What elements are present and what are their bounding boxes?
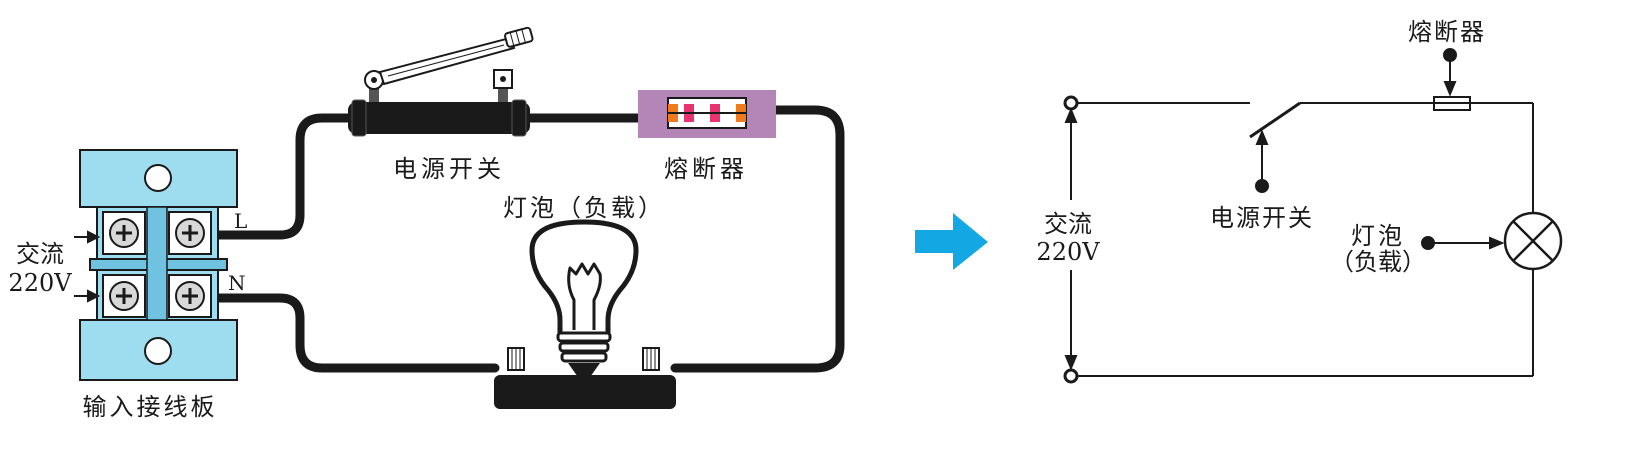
fuse-to-bulb-wire xyxy=(670,105,845,373)
pictorial-ac-label-line1: 交流 xyxy=(16,240,64,268)
neutral-wire xyxy=(207,293,500,373)
pictorial-circuit: 交流 220V L N 输入接线板 xyxy=(8,26,845,421)
schematic-fuse-label: 熔断器 xyxy=(1408,18,1486,46)
schematic-switch xyxy=(1249,101,1301,139)
bulb-holder xyxy=(494,347,676,409)
terminal-block-bottom-right xyxy=(168,274,212,318)
neutral-terminal-label: N xyxy=(228,271,246,295)
pictorial-wires xyxy=(207,105,845,373)
bulb-label: 灯泡（负载） xyxy=(503,194,665,222)
schematic-bulb-label-line2: （负载） xyxy=(1330,248,1426,276)
terminal-block-top-right xyxy=(168,211,212,255)
fuse xyxy=(638,90,776,138)
lamp-symbol-icon xyxy=(1503,211,1563,271)
ac-input-arrows xyxy=(74,230,101,303)
terminal-board-label: 输入接线板 xyxy=(83,393,218,421)
arrow-right-icon xyxy=(915,213,988,270)
schematic-switch-label: 电源开关 xyxy=(1210,204,1314,232)
fuse-label: 熔断器 xyxy=(664,155,748,183)
schematic-terminal-top xyxy=(1063,95,1079,111)
schematic-bulb-label-line1: 灯泡 xyxy=(1351,222,1405,250)
terminal-block-bottom-left xyxy=(102,274,146,318)
pictorial-ac-label-line2: 220V xyxy=(8,269,72,297)
schematic-circuit xyxy=(1063,48,1563,384)
schematic-ac-label-line1: 交流 xyxy=(1044,210,1092,238)
live-wire xyxy=(207,113,357,240)
live-terminal-label: L xyxy=(234,209,247,233)
schematic-terminal-bottom xyxy=(1063,368,1079,384)
terminal-block-top-left xyxy=(102,211,146,255)
light-bulb xyxy=(529,219,639,380)
schematic-ac-label-line2: 220V xyxy=(1036,238,1100,266)
power-switch-label: 电源开关 xyxy=(393,155,505,183)
input-terminal-board xyxy=(79,149,238,381)
power-switch xyxy=(348,26,534,137)
